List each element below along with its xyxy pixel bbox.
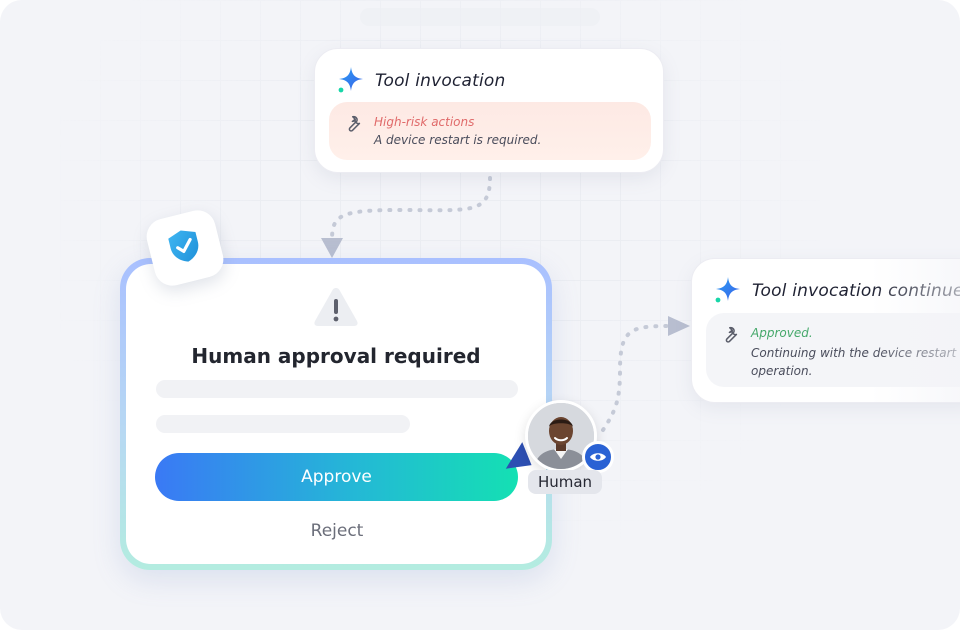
reject-button[interactable]: Reject	[257, 515, 417, 547]
avatar	[525, 400, 597, 472]
box-text: A device restart is required.	[374, 133, 542, 147]
tool-invocation-continues-card: Tool invocation continues Approved. Cont…	[691, 258, 960, 403]
eye-icon	[589, 448, 607, 467]
connector-top-to-approval	[330, 176, 492, 242]
tool-invocation-card: Tool invocation High-risk actions A devi…	[314, 48, 664, 173]
wrench-icon	[720, 325, 740, 349]
connector-arrow-down	[321, 238, 343, 258]
faded-placeholder	[360, 8, 600, 26]
box-heading: Approved.	[751, 326, 813, 340]
box-heading: High-risk actions	[374, 115, 475, 129]
warning-icon	[308, 282, 364, 334]
card-header: Tool invocation	[337, 65, 506, 97]
placeholder-line	[156, 415, 410, 433]
card-title: Tool invocation	[375, 71, 506, 91]
approve-button[interactable]: Approve	[155, 453, 518, 501]
approval-title: Human approval required	[191, 344, 481, 368]
approved-box: Approved. Continuing with the device res…	[706, 313, 960, 387]
shield-check-icon	[164, 224, 207, 271]
sparkle-icon	[337, 65, 365, 97]
cursor-pointer-icon	[502, 441, 532, 473]
box-text: Continuing with the device restart opera…	[751, 346, 957, 378]
placeholder-line	[156, 380, 518, 398]
human-label: Human	[528, 470, 602, 494]
high-risk-box: High-risk actions A device restart is re…	[329, 102, 651, 160]
eye-badge	[582, 441, 614, 473]
approval-card-frame: Human approval required Approve Reject	[120, 258, 552, 570]
approval-card: Human approval required Approve Reject	[126, 264, 546, 564]
card-title: Tool invocation continues	[752, 281, 960, 301]
wrench-icon	[343, 114, 363, 138]
sparkle-icon	[714, 275, 742, 307]
card-header: Tool invocation continues	[714, 275, 960, 307]
shield-badge	[142, 206, 228, 290]
connector-arrow-right	[668, 316, 690, 336]
connector-human-to-continue	[601, 324, 670, 432]
